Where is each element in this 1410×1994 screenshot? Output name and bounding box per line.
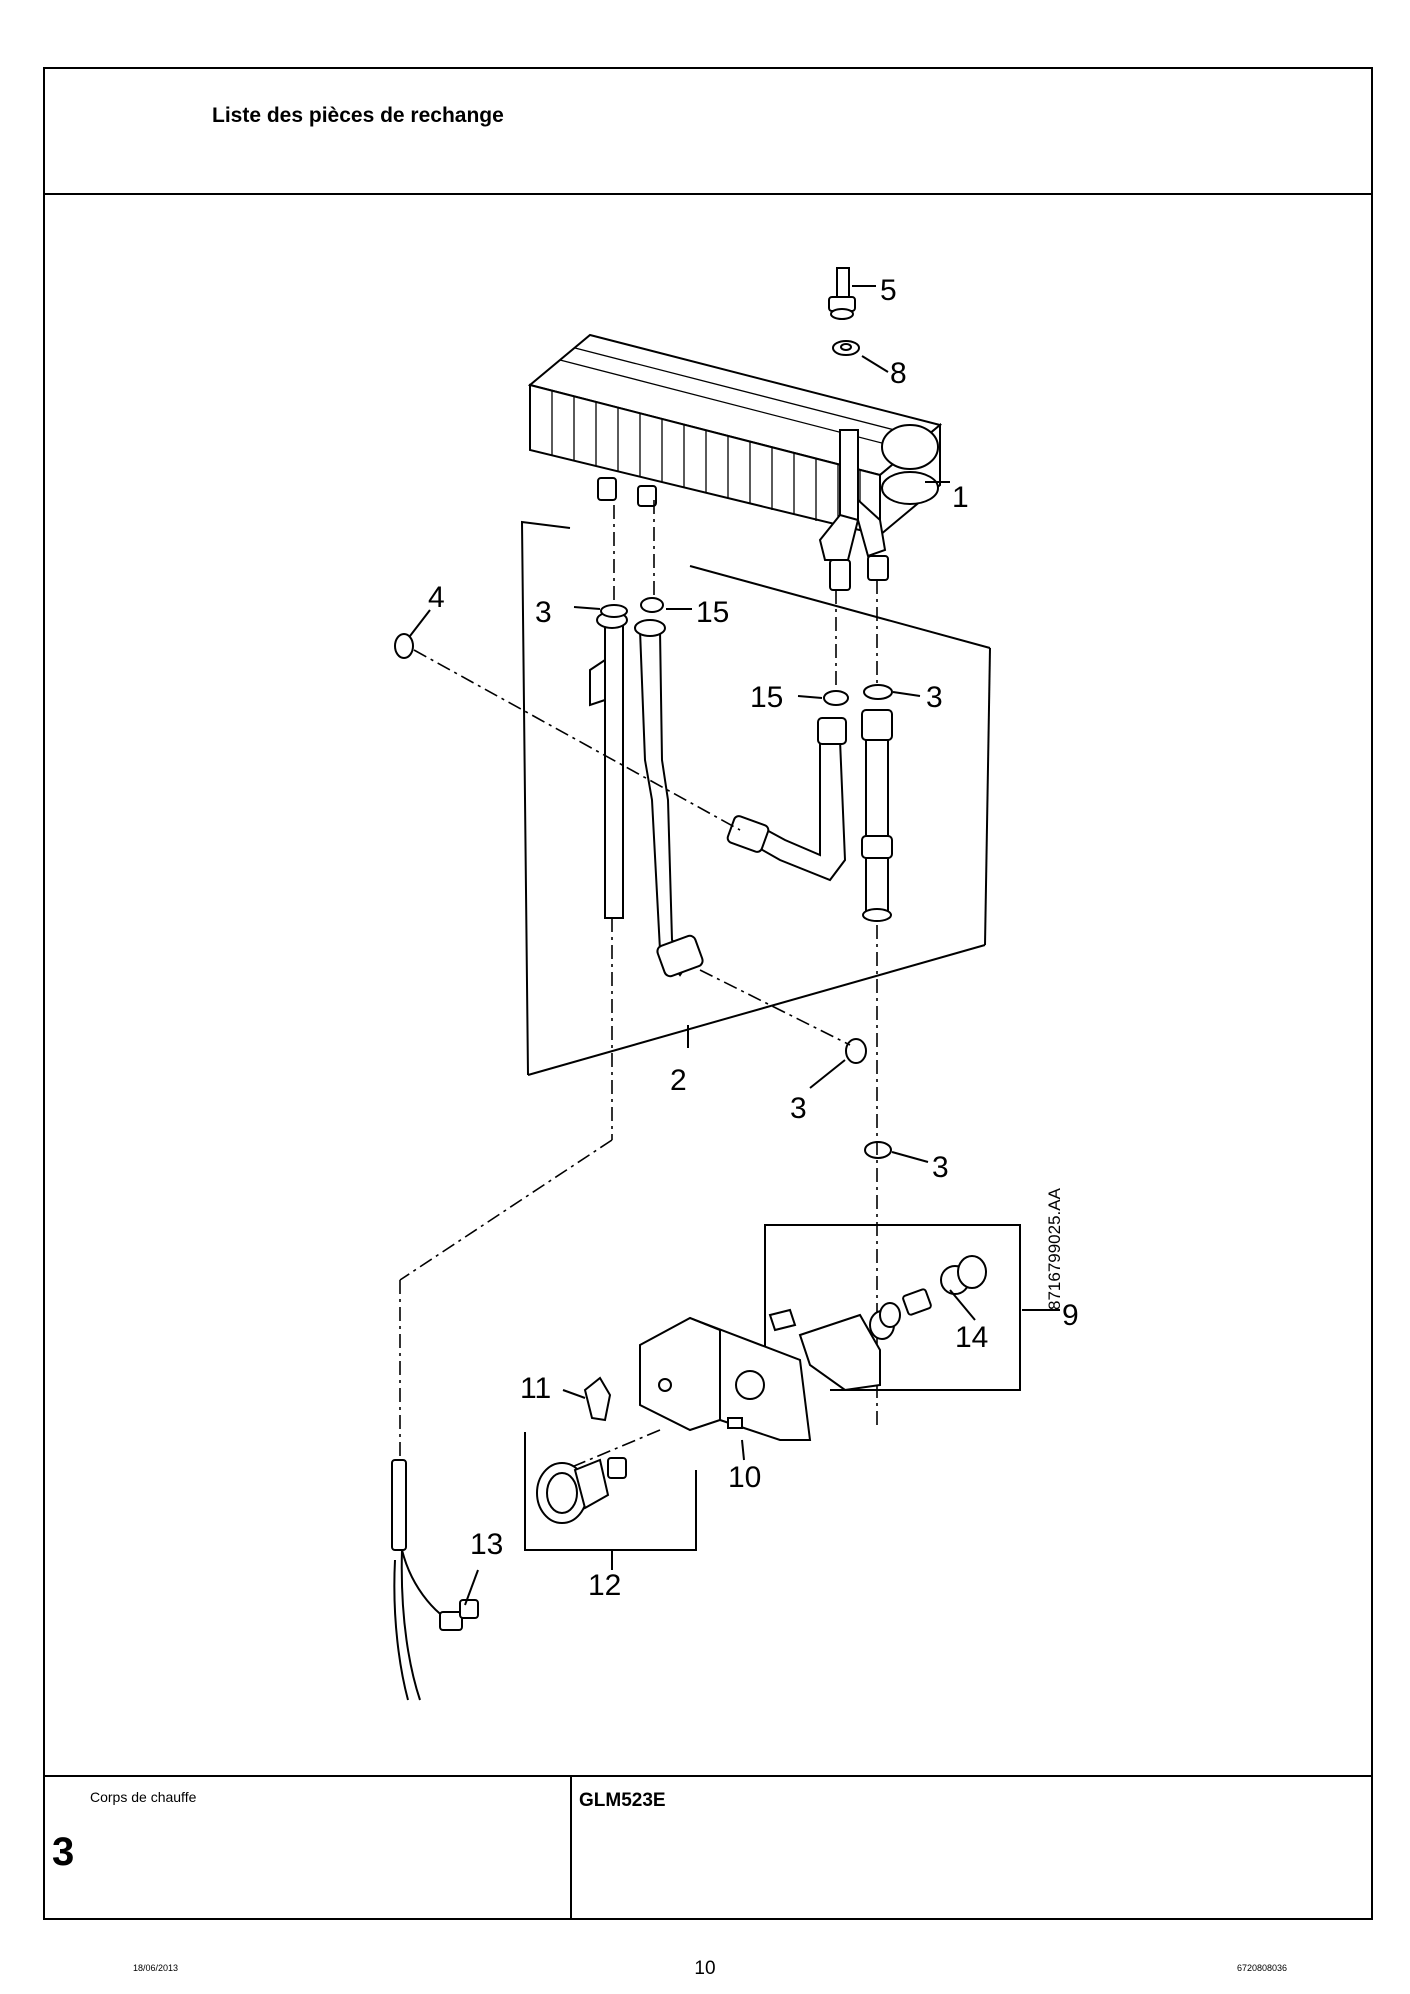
heat-exchanger-part-1 <box>527 333 943 591</box>
seal-rings <box>394 597 893 1159</box>
water-valve-box-part-9 <box>764 1224 1060 1391</box>
label-10: 10 <box>728 1461 761 1494</box>
seal-ring-15b <box>823 690 849 706</box>
label-2: 2 <box>670 1064 687 1097</box>
section-name: Corps de chauffe <box>90 1789 197 1805</box>
document-number: 6720808036 <box>1237 1963 1288 1973</box>
seal-ring-3a <box>600 604 628 618</box>
label-3d: 3 <box>932 1151 949 1184</box>
assembly-lines <box>399 500 878 1480</box>
page-title: Liste des pièces de rechange <box>212 104 504 127</box>
seal-ring-3d <box>864 1141 892 1159</box>
page-frame <box>43 67 1373 1920</box>
water-valve-part-14 <box>768 1255 987 1392</box>
gas-valve-part-10 <box>639 1316 812 1441</box>
seal-ring-3b <box>863 684 893 700</box>
label-5: 5 <box>880 274 897 307</box>
seal-ring-4 <box>394 633 414 659</box>
pipes-part-2 <box>589 611 893 978</box>
callout-labels: 5 8 1 4 3 15 15 3 2 3 3 9 14 11 10 13 12… <box>428 274 1079 1602</box>
label-3a: 3 <box>535 596 552 629</box>
label-leaders <box>409 285 976 1606</box>
label-13: 13 <box>470 1528 503 1561</box>
label-3c: 3 <box>790 1092 807 1125</box>
label-9: 9 <box>1062 1299 1079 1332</box>
seal-ring-15a <box>640 597 664 613</box>
clip-part-11 <box>583 1376 612 1422</box>
header-divider <box>43 193 1373 195</box>
footer-divider <box>43 1775 1373 1777</box>
label-8: 8 <box>890 357 907 390</box>
section-number: 3 <box>52 1830 75 1874</box>
seal-ring-3c <box>845 1038 867 1064</box>
thermocouple-part-13 <box>391 1459 479 1701</box>
footer-column-divider <box>570 1775 572 1920</box>
page-number: 10 <box>694 1958 716 1979</box>
label-15a: 15 <box>696 596 729 629</box>
label-12: 12 <box>588 1569 621 1602</box>
pipe-group-box-part-2 <box>520 520 991 1076</box>
print-date: 18/06/2013 <box>133 1963 179 1973</box>
label-15b: 15 <box>750 681 783 714</box>
label-4: 4 <box>428 581 445 614</box>
label-11: 11 <box>520 1372 551 1405</box>
knob-part-12 <box>524 1432 697 1570</box>
label-3b: 3 <box>926 681 943 714</box>
screw-part-5 <box>828 267 856 320</box>
label-14: 14 <box>955 1321 988 1354</box>
nut-part-8 <box>832 340 860 356</box>
diagram-reference-code: 8716799025.AA <box>1045 1187 1064 1310</box>
label-1: 1 <box>952 481 969 514</box>
model-name: GLM523E <box>579 1790 666 1811</box>
